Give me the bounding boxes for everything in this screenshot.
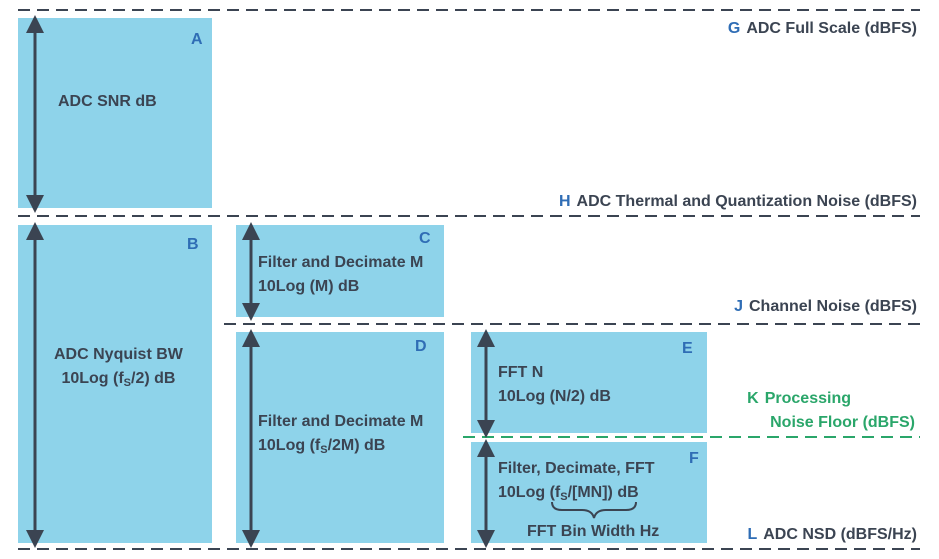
level-k-text2: Noise Floor (dBFS) bbox=[770, 414, 915, 431]
box-f-line1: Filter, Decimate, FFT bbox=[498, 460, 655, 477]
level-label-k: K Processing Noise Floor (dBFS) bbox=[747, 387, 915, 435]
box-b bbox=[18, 225, 212, 543]
box-e-line1: FFT N bbox=[498, 364, 544, 381]
box-a bbox=[18, 18, 212, 208]
box-e-line2: 10Log (N/2) dB bbox=[498, 388, 611, 405]
level-j-text: Channel Noise (dBFS) bbox=[748, 298, 917, 315]
box-f-text: Filter, Decimate, FFT 10Log (fS/[MN]) dB bbox=[498, 457, 654, 509]
brace-f bbox=[551, 501, 637, 519]
box-b-line2: 10Log (fS/2) dB bbox=[61, 370, 176, 389]
level-l-letter: L bbox=[747, 526, 758, 543]
box-d-line2: 10Log (fS/2M) dB bbox=[258, 437, 386, 456]
box-c-line2: 10Log (M) dB bbox=[258, 278, 360, 295]
box-e-letter: E bbox=[682, 340, 693, 357]
box-b-text: ADC Nyquist BW 10Log (fS/2) dB bbox=[54, 343, 183, 395]
box-d-line1: Filter and Decimate M bbox=[258, 413, 424, 430]
level-label-j: J Channel Noise (dBFS) bbox=[734, 298, 917, 316]
level-label-g: G ADC Full Scale (dBFS) bbox=[728, 20, 917, 38]
box-d bbox=[236, 332, 444, 543]
level-k-letter: K bbox=[747, 390, 759, 407]
level-g-letter: G bbox=[727, 20, 741, 37]
box-a-letter: A bbox=[191, 31, 203, 48]
box-c-letter: C bbox=[419, 230, 431, 247]
box-c-text: Filter and Decimate M 10Log (M) dB bbox=[258, 251, 423, 299]
level-label-h: H ADC Thermal and Quantization Noise (dBF… bbox=[559, 193, 917, 211]
box-e bbox=[471, 332, 707, 433]
level-label-l: L ADC NSD (dBFS/Hz) bbox=[747, 526, 917, 544]
box-f-letter: F bbox=[689, 450, 699, 467]
box-a-text: ADC SNR dB bbox=[58, 90, 157, 114]
box-b-line1: ADC Nyquist BW bbox=[54, 346, 183, 363]
box-b-letter: B bbox=[187, 236, 199, 253]
box-f-line2: 10Log (fS/[MN]) dB bbox=[498, 484, 639, 503]
level-h-letter: H bbox=[558, 193, 571, 210]
box-d-letter: D bbox=[415, 338, 427, 355]
level-g-text: ADC Full Scale (dBFS) bbox=[746, 20, 917, 37]
box-c bbox=[236, 225, 444, 317]
box-f-brace-label: FFT Bin Width Hz bbox=[527, 523, 660, 540]
level-k-text1: Processing bbox=[764, 390, 851, 407]
box-d-text: Filter and Decimate M 10Log (fS/2M) dB bbox=[258, 410, 423, 462]
box-c-line1: Filter and Decimate M bbox=[258, 254, 424, 271]
box-f bbox=[471, 442, 707, 543]
box-e-text: FFT N 10Log (N/2) dB bbox=[498, 361, 611, 409]
level-h-text: ADC Thermal and Quantization Noise (dBFS… bbox=[576, 193, 917, 210]
box-a-line1: ADC SNR dB bbox=[58, 93, 157, 110]
level-l-text: ADC NSD (dBFS/Hz) bbox=[763, 526, 917, 543]
level-j-letter: J bbox=[734, 298, 743, 315]
